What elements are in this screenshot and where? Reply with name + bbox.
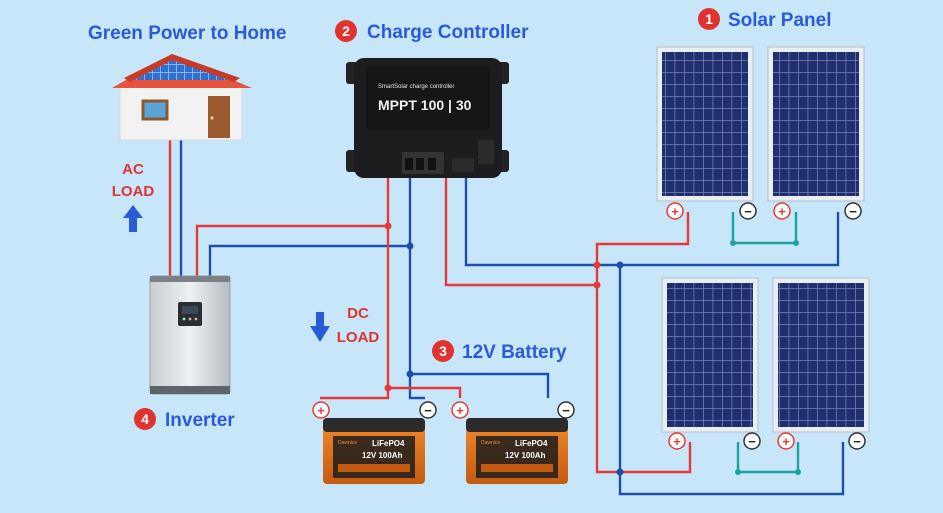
panel-3-negative-terminal: − bbox=[743, 432, 761, 450]
solar-panel-2 bbox=[767, 46, 865, 202]
panel-4-negative-terminal: − bbox=[848, 432, 866, 450]
controller-brand: SmartSolar charge controller bbox=[378, 84, 454, 90]
battery-1-rating: 12V 100Ah bbox=[362, 451, 403, 460]
inverter-badge: 4 bbox=[134, 408, 156, 430]
svg-text:−: − bbox=[424, 403, 432, 418]
battery-terminals: + − + − bbox=[312, 401, 575, 419]
pv-bottom-red bbox=[595, 285, 692, 474]
inverter-device bbox=[149, 275, 231, 395]
battery-2-brand: Dawnice bbox=[481, 440, 500, 446]
house-icon bbox=[112, 54, 252, 141]
inverter-title: Inverter bbox=[165, 410, 235, 431]
controller-model: MPPT 100 | 30 bbox=[378, 97, 472, 113]
battery-1: Dawnice LiFePO4 12V 100Ah bbox=[323, 418, 425, 484]
svg-text:−: − bbox=[744, 204, 752, 219]
arrow-up-icon bbox=[123, 205, 143, 232]
battery-2: Dawnice LiFePO4 12V 100Ah bbox=[466, 418, 568, 484]
ctrl-pv-blue bbox=[464, 175, 620, 267]
svg-text:−: − bbox=[562, 403, 570, 418]
svg-text:4: 4 bbox=[141, 411, 149, 427]
controller-badge: 2 bbox=[335, 20, 357, 42]
panel-4-positive-terminal: + bbox=[777, 432, 795, 450]
pv-series-bottom bbox=[736, 442, 800, 474]
ac-load-label-1: AC bbox=[122, 161, 144, 178]
svg-text:−: − bbox=[748, 434, 756, 449]
ac-load-label-2: LOAD bbox=[112, 183, 155, 200]
panel-2-positive-terminal: + bbox=[773, 202, 791, 220]
battery-1-positive-terminal: + bbox=[312, 401, 330, 419]
battery-2-positive-terminal: + bbox=[451, 401, 469, 419]
panel-2-negative-terminal: − bbox=[844, 202, 862, 220]
battery-badge: 3 bbox=[432, 340, 454, 362]
svg-text:+: + bbox=[778, 204, 786, 219]
charge-controller-device: SmartSolar charge controller MPPT 100 | … bbox=[346, 58, 509, 178]
solar-panel-1 bbox=[656, 46, 754, 202]
svg-text:−: − bbox=[849, 204, 857, 219]
battery-1-brand: Dawnice bbox=[338, 440, 357, 446]
home-title: Green Power to Home bbox=[88, 23, 287, 44]
pv-bottom-blue bbox=[618, 265, 845, 496]
svg-text:+: + bbox=[317, 403, 325, 418]
panel-1-negative-terminal: − bbox=[739, 202, 757, 220]
svg-text:+: + bbox=[673, 434, 681, 449]
arrow-down-icon bbox=[310, 312, 330, 342]
svg-text:3: 3 bbox=[439, 343, 447, 359]
ctrl-pv-red bbox=[444, 175, 597, 287]
controller-title: Charge Controller bbox=[367, 22, 529, 43]
panel-1-positive-terminal: + bbox=[666, 202, 684, 220]
pv-top-red bbox=[595, 212, 690, 285]
svg-text:+: + bbox=[456, 403, 464, 418]
svg-text:1: 1 bbox=[705, 11, 713, 27]
svg-text:+: + bbox=[782, 434, 790, 449]
solar-panel-4 bbox=[772, 277, 870, 433]
battery-1-chemistry: LiFePO4 bbox=[372, 439, 405, 448]
panel-terminals: + − + − + − + − bbox=[666, 202, 866, 450]
wire-junctions bbox=[384, 222, 801, 476]
solar-panel-3 bbox=[661, 277, 759, 433]
bat-parallel-red bbox=[388, 386, 462, 398]
svg-text:+: + bbox=[671, 204, 679, 219]
solar-panel-array bbox=[656, 46, 870, 433]
svg-text:2: 2 bbox=[342, 23, 350, 39]
pv-series-top bbox=[731, 212, 798, 245]
dc-load-label-1: DC bbox=[347, 305, 369, 322]
battery-title: 12V Battery bbox=[462, 342, 567, 363]
panel-3-positive-terminal: + bbox=[668, 432, 686, 450]
inverter-dc-blue bbox=[208, 244, 410, 280]
battery-2-chemistry: LiFePO4 bbox=[515, 439, 548, 448]
inverter-dc-red bbox=[195, 224, 388, 280]
battery-2-rating: 12V 100Ah bbox=[505, 451, 546, 460]
pv-top-blue bbox=[620, 212, 840, 267]
bat-parallel-blue bbox=[410, 372, 550, 398]
ctrl-bat-red bbox=[320, 175, 390, 400]
ctrl-bat-blue bbox=[408, 175, 425, 400]
dc-load-label-2: LOAD bbox=[337, 329, 380, 346]
battery-2-negative-terminal: − bbox=[557, 401, 575, 419]
panel-title: Solar Panel bbox=[728, 10, 832, 31]
battery-1-negative-terminal: − bbox=[419, 401, 437, 419]
svg-text:−: − bbox=[853, 434, 861, 449]
panel-badge: 1 bbox=[698, 8, 720, 30]
